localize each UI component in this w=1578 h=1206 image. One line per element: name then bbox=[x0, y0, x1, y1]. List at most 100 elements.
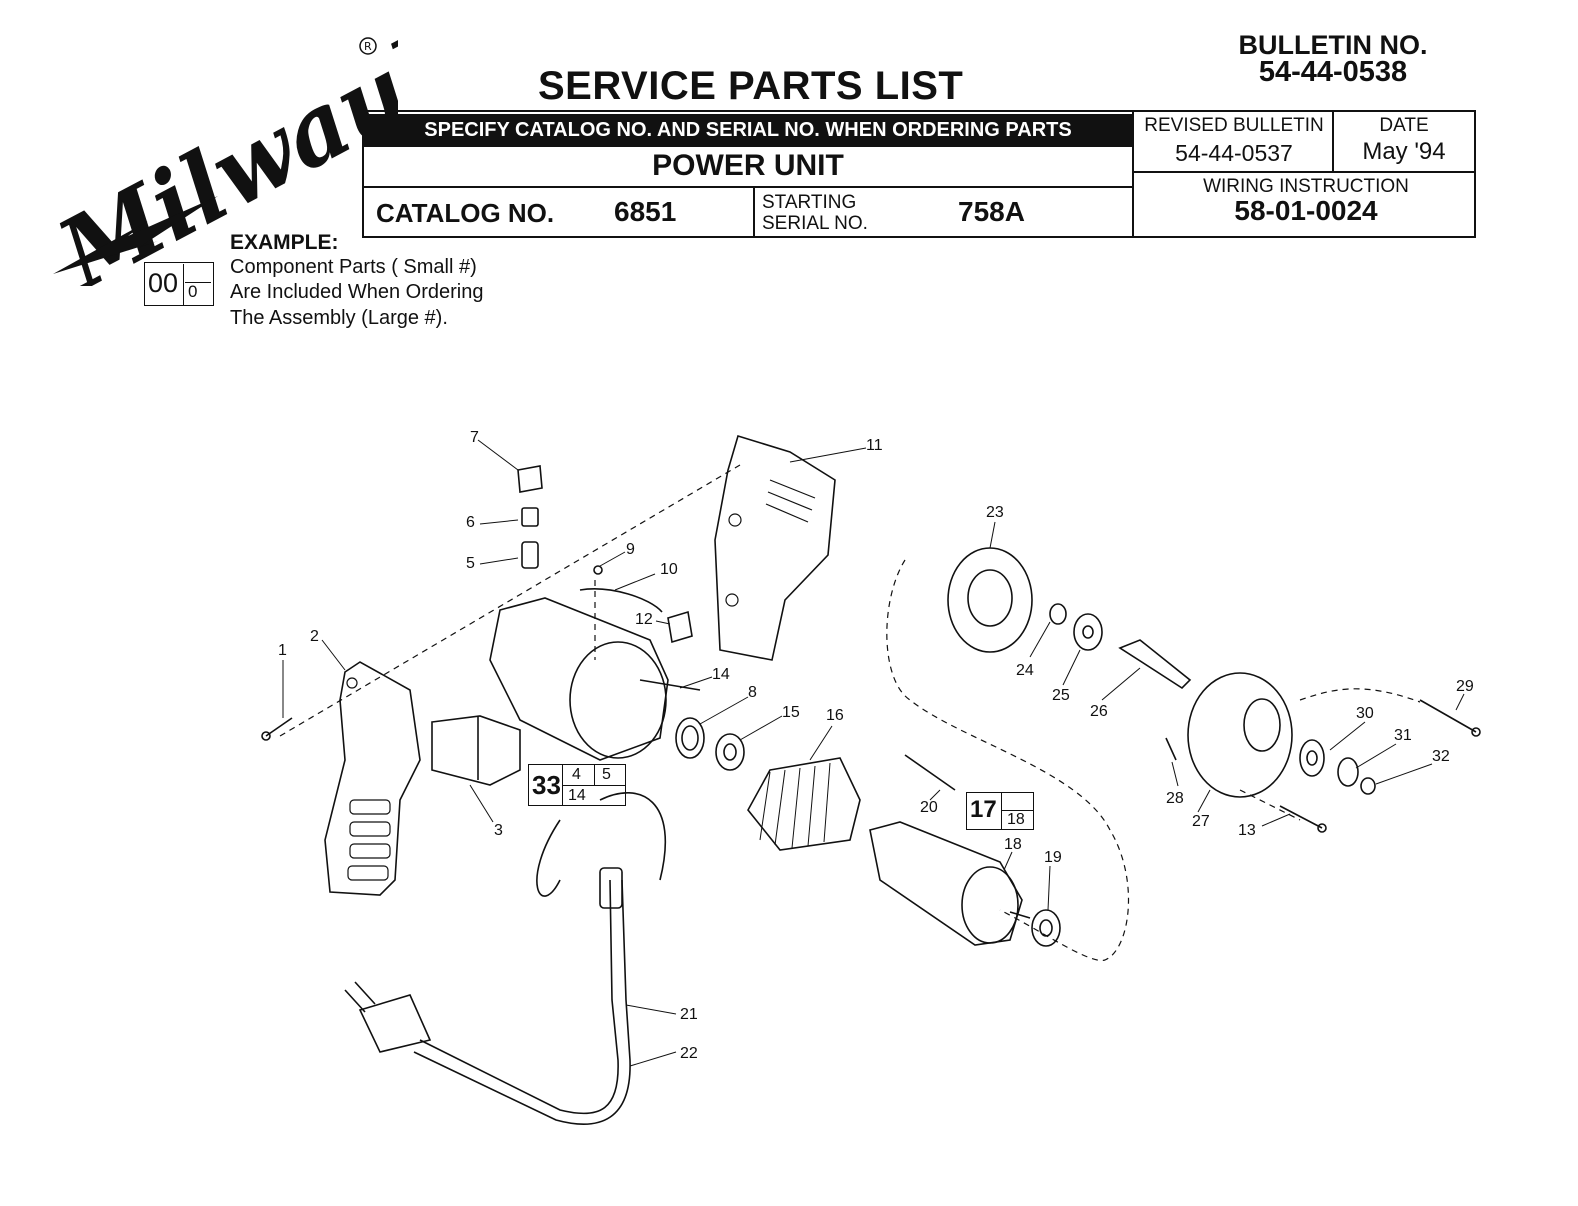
starting-label-line: STARTING bbox=[762, 192, 857, 213]
date-label: DATE bbox=[1379, 115, 1429, 136]
callout-31: 31 bbox=[1394, 727, 1412, 744]
divider bbox=[183, 264, 184, 306]
divider bbox=[362, 186, 1134, 188]
example-heading: EXAMPLE: bbox=[230, 231, 339, 254]
part-screw-29 bbox=[1419, 699, 1477, 733]
bulletin-number: 54-44-0538 bbox=[1258, 56, 1408, 88]
callout-30: 30 bbox=[1356, 705, 1374, 722]
catalog-label: CATALOG NO. bbox=[376, 198, 555, 228]
callout-18: 18 bbox=[1004, 836, 1022, 853]
callout-15: 15 bbox=[782, 704, 800, 721]
callout-32: 32 bbox=[1432, 748, 1450, 765]
part-bearing-15 bbox=[715, 733, 745, 771]
callout-6: 6 bbox=[466, 514, 475, 531]
divider bbox=[594, 764, 595, 785]
assembly-17-box bbox=[966, 792, 1034, 830]
callout-24: 24 bbox=[1016, 662, 1034, 679]
callout-29: 29 bbox=[1456, 678, 1474, 695]
unit-name: POWER UNIT bbox=[652, 149, 844, 182]
page-title: SERVICE PARTS LIST bbox=[538, 64, 964, 108]
part-gear-case bbox=[1187, 672, 1293, 798]
callout-22: 22 bbox=[680, 1045, 698, 1062]
example-line: Component Parts ( Small #) bbox=[230, 256, 477, 278]
part-pin-28 bbox=[1165, 737, 1177, 761]
guide-lines bbox=[279, 464, 1421, 962]
part-pin bbox=[639, 679, 701, 691]
callout-23: 23 bbox=[986, 504, 1004, 521]
assembly-33-part: 14 bbox=[568, 787, 586, 804]
assembly-33-part: 5 bbox=[602, 766, 611, 783]
callout-7: 7 bbox=[470, 429, 479, 446]
assembly-33-number: 33 bbox=[532, 770, 561, 800]
part-screw-1 bbox=[261, 717, 293, 741]
part-terminal bbox=[667, 610, 693, 644]
catalog-number: 6851 bbox=[614, 196, 677, 227]
part-washer bbox=[1360, 777, 1376, 795]
callout-13: 13 bbox=[1238, 822, 1256, 839]
part-plug bbox=[358, 994, 432, 1053]
serial-number: 758A bbox=[958, 196, 1025, 227]
callout-5: 5 bbox=[466, 555, 475, 572]
divider bbox=[185, 282, 211, 283]
divider bbox=[1001, 792, 1002, 830]
callout-14: 14 bbox=[712, 666, 730, 683]
part-brush-holder bbox=[521, 541, 539, 569]
specify-banner: SPECIFY CATALOG NO. AND SERIAL NO. WHEN … bbox=[362, 114, 1134, 147]
date-value: May '94 bbox=[1362, 138, 1446, 165]
serial-label-line: SERIAL NO. bbox=[762, 213, 868, 234]
part-screw-13 bbox=[1279, 805, 1323, 829]
svg-text:R: R bbox=[364, 40, 372, 53]
divider bbox=[1132, 171, 1476, 173]
part-screw-9 bbox=[593, 565, 603, 575]
example-line: The Assembly (Large #). bbox=[230, 307, 448, 329]
part-handle-left bbox=[324, 661, 421, 896]
header-table bbox=[362, 110, 1476, 238]
callout-1: 1 bbox=[278, 642, 287, 659]
wiring-label: WIRING INSTRUCTION bbox=[1203, 176, 1409, 197]
wiring-number: 58-01-0024 bbox=[1234, 195, 1378, 226]
milwaukee-logo: Milwaukee R bbox=[39, 36, 398, 286]
callout-16: 16 bbox=[826, 707, 844, 724]
part-handle-right bbox=[714, 434, 836, 661]
part-armature bbox=[869, 821, 1023, 946]
assembly-17-part: 18 bbox=[1007, 811, 1025, 828]
callout-9: 9 bbox=[626, 541, 635, 558]
example-line: Are Included When Ordering bbox=[230, 281, 484, 303]
divider bbox=[562, 785, 626, 786]
part-brush-cap bbox=[517, 465, 543, 493]
callout-8: 8 bbox=[748, 684, 757, 701]
callout-20: 20 bbox=[920, 799, 938, 816]
divider bbox=[1132, 110, 1134, 238]
part-bearing-30 bbox=[1299, 739, 1325, 777]
part-spindle bbox=[1118, 639, 1192, 690]
part-cord bbox=[413, 792, 666, 1125]
part-motor-housing bbox=[489, 597, 669, 761]
divider bbox=[753, 186, 755, 238]
part-switch bbox=[431, 715, 521, 786]
divider bbox=[1001, 810, 1034, 811]
callout-21: 21 bbox=[680, 1006, 698, 1023]
revised-bulletin-number: 54-44-0537 bbox=[1175, 140, 1293, 166]
revised-bulletin-label: REVISED BULLETIN bbox=[1144, 115, 1324, 136]
callout-25: 25 bbox=[1052, 687, 1070, 704]
callout-12: 12 bbox=[635, 611, 653, 628]
bulletin-label: BULLETIN NO. bbox=[1238, 30, 1428, 60]
callout-2: 2 bbox=[310, 628, 319, 645]
part-screw-20 bbox=[904, 754, 956, 791]
divider bbox=[1332, 110, 1334, 172]
callout-10: 10 bbox=[660, 561, 678, 578]
part-bushing bbox=[1049, 603, 1067, 625]
callout-19: 19 bbox=[1044, 849, 1062, 866]
part-field bbox=[747, 757, 861, 851]
assembly-17-number: 17 bbox=[970, 796, 997, 823]
callout-11: 11 bbox=[866, 437, 883, 454]
example-box bbox=[144, 262, 214, 306]
part-bearing-19 bbox=[1031, 909, 1061, 947]
part-gear-plate bbox=[947, 547, 1033, 653]
callout-28: 28 bbox=[1166, 790, 1184, 807]
callout-27: 27 bbox=[1192, 813, 1210, 830]
part-gear bbox=[1073, 613, 1103, 651]
part-bearing-8 bbox=[675, 717, 705, 759]
example-small-number: 0 bbox=[188, 282, 198, 301]
